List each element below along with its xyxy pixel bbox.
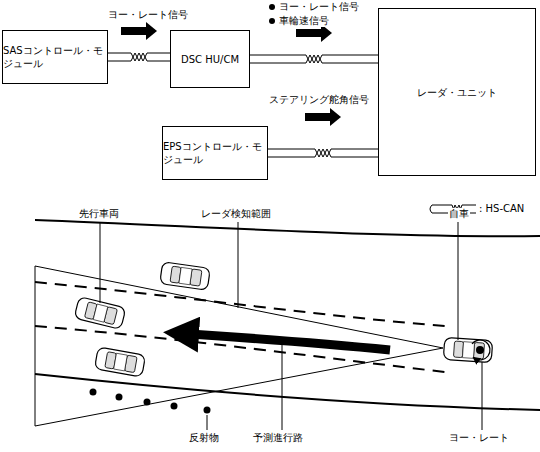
module-box: レーダ・ユニット xyxy=(378,8,536,176)
annotation-label: 車輪速信号 xyxy=(278,15,330,27)
signal-label: ステアリング舵角信号 xyxy=(268,94,370,106)
can-cable xyxy=(108,22,170,61)
annotation-label: 予測進行路 xyxy=(252,432,304,444)
annotation-label: 自車 xyxy=(448,208,470,220)
legend-text: : HS-CAN xyxy=(479,203,524,215)
can-cable xyxy=(250,24,378,63)
annotation-label: 反射物 xyxy=(188,432,220,444)
module-name: DSC HU/CM xyxy=(181,53,239,66)
annotation-label: レーダ検知範囲 xyxy=(200,208,272,220)
module-box: SASコントロール・モジュール xyxy=(2,30,108,84)
module-name: EPSコントロール・モジュール xyxy=(163,140,267,166)
annotation-label: 先行車両 xyxy=(78,208,120,220)
module-box: DSC HU/CM xyxy=(170,30,250,88)
module-name: レーダ・ユニット xyxy=(417,86,497,99)
module-name: SASコントロール・モジュール xyxy=(3,44,107,70)
can-cable xyxy=(268,108,378,157)
signal-label: ヨー・レート信号 xyxy=(278,1,360,13)
signal-label: ヨー・レート信号 xyxy=(107,9,189,21)
annotation-label: ヨー・レート xyxy=(448,432,510,444)
module-box: EPSコントロール・モジュール xyxy=(162,126,268,180)
